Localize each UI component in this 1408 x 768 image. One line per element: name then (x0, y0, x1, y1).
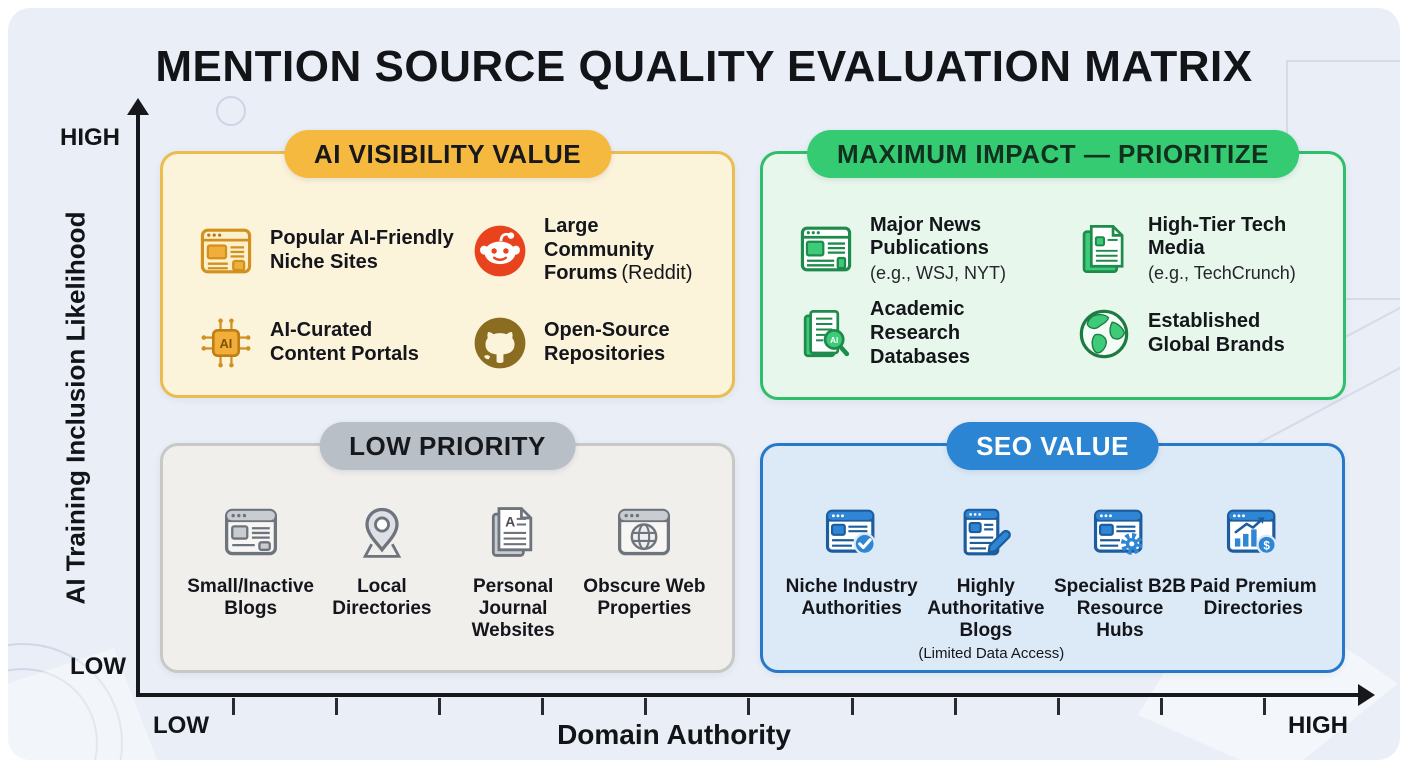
list-item: Local Directories (316, 502, 447, 660)
item-label: High-Tier Tech Media(e.g., TechCrunch) (1148, 213, 1296, 284)
item-label: Established Global Brands (1148, 310, 1285, 356)
axis-tick (953, 698, 957, 715)
item-label: Niche Industry Authorities (785, 576, 918, 619)
quadrant-ai-visibility: AI VISIBILITY VALUE Popular AI-Friendly … (160, 130, 735, 398)
x-axis-ticks (232, 698, 1266, 715)
y-axis-arrow-icon (127, 98, 149, 115)
blog-browser-icon (221, 502, 281, 562)
axis-tick (438, 698, 442, 715)
list-item: Open-Source Repositories (471, 314, 708, 372)
list-item: Specialist B2B Resource Hubs (1053, 504, 1186, 660)
x-axis-arrow-icon (1358, 684, 1375, 706)
quadrant-low-priority: LOW PRIORITY Small/Inactive Blogs Local … (160, 422, 735, 673)
svg-text:A: A (505, 513, 515, 529)
item-label: Academic Research Databases (870, 298, 971, 368)
map-pin-icon (352, 502, 412, 562)
quadrant-header-seo-value: SEO VALUE (946, 422, 1159, 470)
list-item: $ Paid Premium Directories (1187, 504, 1320, 660)
list-item: Large Community Forums(Reddit) (471, 215, 708, 286)
list-item: Popular AI-Friendly Niche Sites (197, 215, 471, 286)
axis-tick (644, 698, 648, 715)
axis-tick (850, 698, 854, 715)
axis-tick (541, 698, 545, 715)
news-browser-icon (797, 220, 855, 278)
quadrant-maximum-impact: MAXIMUM IMPACT — PRIORITIZE Major News P… (760, 130, 1346, 400)
documents-icon (1075, 220, 1133, 278)
svg-text:$: $ (1264, 539, 1271, 552)
web-globe-browser-icon (614, 502, 674, 562)
matrix-board: MENTION SOURCE QUALITY EVALUATION MATRIX… (8, 8, 1400, 760)
chart-dollar-icon: $ (1224, 504, 1282, 562)
axis-tick (1056, 698, 1060, 715)
x-axis-low-label: LOW (153, 712, 209, 739)
browser-check-icon (823, 504, 881, 562)
page-title: MENTION SOURCE QUALITY EVALUATION MATRIX (155, 42, 1253, 91)
x-axis-high-label: HIGH (1288, 712, 1348, 739)
list-item: Major News Publications(e.g., WSJ, NYT) (797, 214, 1075, 284)
list-item: High-Tier Tech Media(e.g., TechCrunch) (1075, 214, 1319, 284)
item-label: Major News Publications(e.g., WSJ, NYT) (870, 213, 1007, 284)
axis-tick (1159, 698, 1163, 715)
list-item: Obscure Web Properties (579, 502, 710, 660)
item-label: Small/Inactive Blogs (187, 576, 314, 619)
decor-circle (216, 96, 246, 126)
item-label: Large Community Forums(Reddit) (544, 215, 693, 285)
y-axis-low-label: LOW (70, 653, 126, 680)
quadrant-header-low-priority: LOW PRIORITY (319, 422, 576, 470)
quadrant-header-ai-visibility: AI VISIBILITY VALUE (283, 130, 612, 178)
quadrant-seo-value: SEO VALUE Niche Industry Authorities Hig… (760, 422, 1345, 673)
item-label: Local Directories (332, 576, 432, 619)
axis-tick (1262, 698, 1266, 715)
axis-tick (232, 698, 235, 715)
y-axis-high-label: HIGH (60, 124, 120, 151)
axis-tick (747, 698, 751, 715)
y-axis-line (136, 114, 140, 696)
list-item: Highly Authoritative Blogs(Limited Data … (918, 504, 1065, 662)
list-item: AI AI-Curated Content Portals (197, 314, 471, 372)
list-item: Niche Industry Authorities (785, 504, 918, 660)
svg-text:AI: AI (830, 336, 838, 345)
reddit-icon (471, 222, 529, 280)
axis-tick (335, 698, 339, 715)
quadrant-header-maximum-impact: MAXIMUM IMPACT — PRIORITIZE (807, 130, 1299, 178)
list-item: AI Academic Research Databases (797, 298, 1075, 369)
browser-site-icon (197, 222, 255, 280)
item-label: AI-Curated Content Portals (270, 319, 419, 365)
browser-gear-icon (1091, 504, 1149, 562)
list-item: Established Global Brands (1075, 298, 1319, 369)
item-label: Open-Source Repositories (544, 319, 670, 365)
ai-chip-icon: AI (197, 314, 255, 372)
svg-text:AI: AI (220, 337, 233, 351)
item-label: Obscure Web Properties (583, 576, 706, 619)
journal-doc-icon: A (483, 502, 543, 562)
item-label: Paid Premium Directories (1189, 576, 1317, 619)
x-axis-title: Domain Authority (557, 719, 791, 750)
item-label: Highly Authoritative Blogs(Limited Data … (918, 576, 1065, 662)
item-label: Personal Journal Websites (471, 576, 555, 641)
globe-icon (1075, 305, 1133, 363)
research-doc-magnifier-icon: AI (797, 305, 855, 363)
doc-pencil-icon (957, 504, 1015, 562)
github-icon (471, 314, 529, 372)
item-label: Specialist B2B Resource Hubs (1053, 576, 1186, 641)
list-item: A Personal Journal Websites (448, 502, 579, 660)
list-item: Small/Inactive Blogs (185, 502, 316, 660)
y-axis-title: AI Training Inclusion Likelihood (60, 211, 91, 605)
x-axis-line (136, 693, 1362, 697)
item-label: Popular AI-Friendly Niche Sites (270, 226, 454, 273)
